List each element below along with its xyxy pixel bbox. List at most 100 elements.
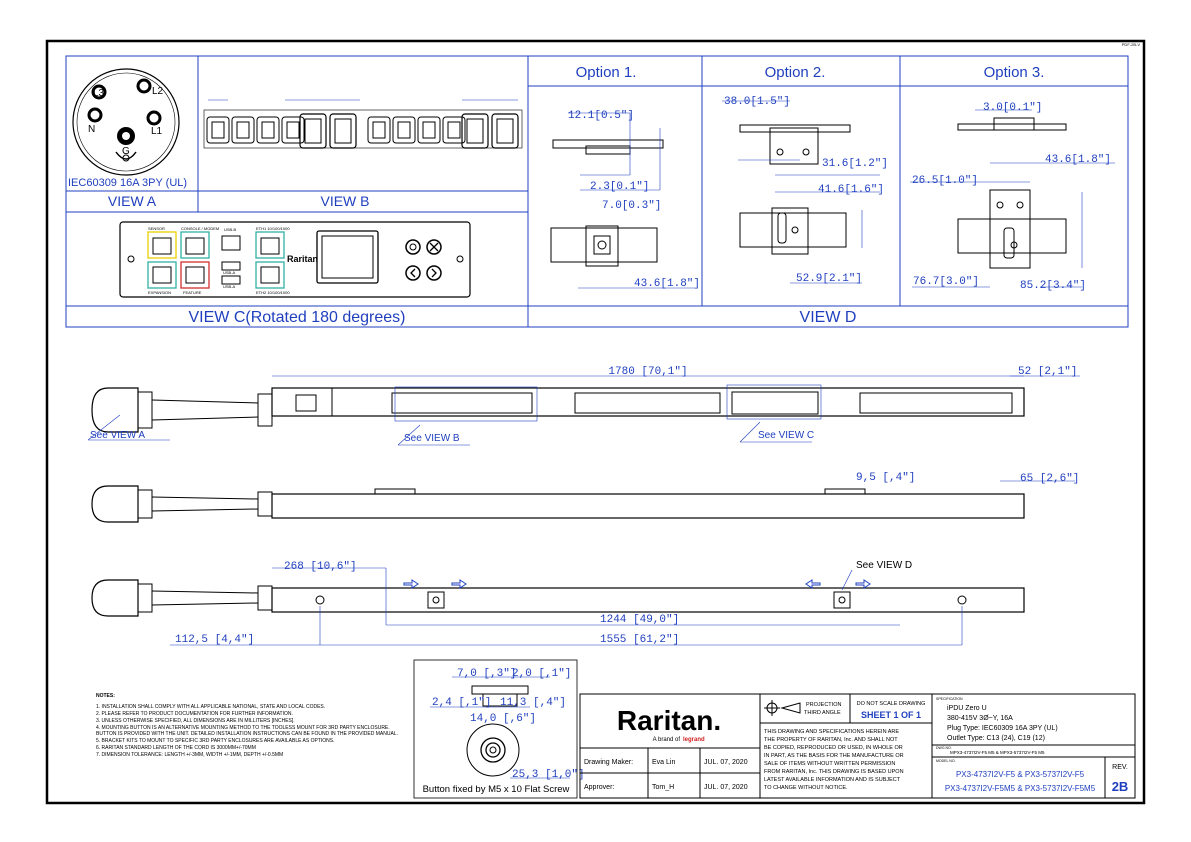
opt3-dim-1: 3.0[0.1"]: [983, 102, 1042, 114]
view-b-title: VIEW B: [320, 193, 369, 209]
btn-dim-1: 7,0 [,3"]: [457, 668, 516, 680]
left-button: [405, 265, 421, 281]
no-scale-label: DO NOT SCALE DRAWING: [857, 701, 926, 707]
brand-line: A brand of: [653, 737, 681, 743]
note-4: 4. MOUNTING BUTTON IS AN ALTERNATIVE MOU…: [96, 725, 390, 731]
view-a-title: VIEW A: [108, 193, 157, 209]
port-eth2-label: ETH2 10/100/1000: [256, 290, 290, 295]
port-eth1-label: ETH1 10/100/1000: [256, 226, 290, 231]
sheet-label: SHEET 1 OF 1: [861, 710, 921, 720]
projection-label: PROJECTION: [806, 702, 841, 708]
maker-name: Eva Lin: [652, 759, 675, 766]
option-1-title: Option 1.: [576, 64, 637, 81]
notes: NOTES: 1. INSTALLATION SHALL COMPLY WITH…: [96, 693, 398, 758]
opt2-dim-3: 41.6[1.6"]: [818, 184, 884, 196]
note-6: 6. RARITAN STANDARD LENGTH OF THE CORD I…: [96, 745, 256, 751]
c13-group-2: [367, 116, 466, 144]
model-label: MODEL NO.: [936, 759, 956, 763]
btn-dim-4: 11,3 [,4"]: [500, 697, 566, 709]
usb-a1-label: USB-A: [223, 270, 236, 275]
legal-5: SALE OF ITEMS WITHOUT WRITTEN PERMISSION: [764, 761, 895, 767]
see-view-c: See VIEW C: [758, 430, 814, 441]
note-7: 7. DIMENSION TOLERANCE: LENGTH +/-3MM, W…: [96, 752, 283, 758]
legal-2: THE PROPERTY OF RARITAN, Inc. AND SHALL …: [764, 737, 898, 743]
btn-dim-2: 2,0 [,1"]: [512, 668, 571, 680]
pdu-side-view: 9,5 [,4"] 65 [2,6"]: [91, 472, 1079, 523]
view-b-outlets: VIEW B: [203, 99, 523, 209]
button-pitch-dim: 1244 [49,0"]: [600, 614, 679, 626]
spec-1: iPDU Zero U: [947, 705, 987, 712]
opt2-dim-1: 38.0[1.5"]: [724, 96, 790, 108]
view-a-caption: IEC60309 16A 3PY (UL): [68, 177, 187, 189]
hole-pitch-dim: 1555 [61,2"]: [600, 634, 679, 646]
depth-dim: 9,5 [,4"]: [856, 472, 915, 484]
rev-value: 2B: [1112, 779, 1129, 794]
pdu-front-view: 1780 [70,1"] 52 [2,1"] See VIEW A See VI…: [87, 366, 1080, 446]
left-offset-dim: 112,5 [4,4"]: [175, 634, 254, 646]
cancel-button: [426, 239, 442, 255]
opt1-dim-1: 12.1[0.5"]: [568, 110, 634, 122]
plug-label-n: N: [88, 124, 95, 135]
plug-label-g: G: [122, 146, 130, 157]
opt2-dim-2: 31.6[1.2"]: [822, 158, 888, 170]
controller-brand: Raritan: [287, 254, 318, 264]
note-4b: BUTTON IS PROVIDED WITH THE UNIT. DETAIL…: [96, 731, 398, 737]
port-feature-label: FEATURE: [183, 290, 202, 295]
note-1: 1. INSTALLATION SHALL COMPLY WITH ALL AP…: [96, 704, 325, 710]
button-caption: Button fixed by M5 x 10 Flat Screw: [423, 784, 570, 795]
opt3-dim-4: 76.7[3.0"]: [913, 276, 979, 288]
length-dim: 1780 [70,1"]: [608, 366, 687, 378]
approver-label: Approver:: [584, 784, 614, 791]
option-2: Option 2. 38.0[1.5"] 31.6[1.2"] 41.6[1.6…: [722, 64, 888, 285]
maker-label: Drawing Maker:: [584, 759, 633, 766]
legal-8: TO CHANGE WITHOUT NOTICE.: [764, 785, 848, 791]
spec-label: SPECIFICATION: [936, 697, 963, 701]
plug-label-l2: L2: [152, 86, 164, 97]
outlet-strip-2: [574, 392, 721, 414]
model-2: PX3-4737I2V-F5M5 & PX3-5737I2V-F5M5: [945, 784, 1096, 793]
btn-dim-3: 2,4 [,1"]: [432, 697, 491, 709]
note-3: 3. UNLESS OTHERWISE SPECIFIED, ALL DIMEN…: [96, 718, 295, 724]
raritan-logo: Raritan.: [617, 705, 721, 736]
spec-3: Plug Type: IEC60309 16A 3PY (UL): [947, 725, 1058, 732]
option-3: Option 3. 3.0[0.1"] 43.6[1.8"] 26.5[1.0"…: [910, 64, 1115, 292]
views-grid: [65, 55, 1129, 328]
legal-1: THIS DRAWING AND SPECIFICATIONS HEREIN A…: [764, 729, 899, 735]
dwg-label: DWG NO.: [936, 746, 952, 750]
view-d-title: VIEW D: [800, 309, 857, 326]
note-2: 2. PLEASE REFER TO PRODUCT DOCUMENTATION…: [96, 711, 293, 717]
title-block: Raritan. A brand of legrand Drawing Make…: [579, 693, 1136, 799]
btn-dim-6: 25,3 [1,0"]: [512, 769, 585, 781]
spec-2: 380-415V 3Ø~Y, 16A: [947, 715, 1013, 722]
legrand-brand: legrand: [683, 737, 705, 743]
plug-label-l3: L3: [93, 88, 105, 99]
rev-label: REV.: [1112, 764, 1128, 771]
port-console-label: CONSOLE / MODEM: [181, 226, 219, 231]
right-button: [426, 265, 442, 281]
angle-label: THIRD ANGLE: [804, 710, 841, 716]
pdu-rear-view: 268 [10,6"] 1244 [49,0"] 112,5 [4,4"] 15…: [91, 560, 1025, 646]
port-expansion-label: EXPANSION: [148, 290, 171, 295]
see-view-d: See VIEW D: [856, 560, 912, 571]
option-2-title: Option 2.: [765, 64, 826, 81]
btn-dim-5: 14,0 [,6"]: [470, 713, 536, 725]
spec-4: Outlet Type: C13 (24), C19 (12): [947, 735, 1045, 742]
outlet-strip-1: [391, 392, 533, 414]
approver-name: Tom_H: [652, 784, 674, 791]
end-dim: 52 [2,1"]: [1018, 366, 1077, 378]
opt3-dim-2: 43.6[1.8"]: [1045, 154, 1111, 166]
see-view-a: See VIEW A: [90, 430, 145, 441]
approver-date: JUL. 07, 2020: [704, 784, 748, 791]
button-detail: 7,0 [,3"] 2,0 [,1"] 2,4 [,1"] 11,3 [,4"]…: [413, 659, 585, 799]
ok-button: [405, 239, 421, 255]
option-3-title: Option 3.: [984, 64, 1045, 81]
legal-6: FROM RARITAN, Inc. THIS DRAWING IS BASED…: [764, 769, 904, 775]
opt3-dim-3: 26.5[1.0"]: [912, 175, 978, 187]
option-1: Option 1. 12.1[0.5"] 2.3[0.1"] 7.0[0.3"]…: [550, 64, 700, 290]
plug-label-l1: L1: [151, 126, 163, 137]
opt1-dim-4: 43.6[1.8"]: [634, 278, 700, 290]
outlet-strip-3: [859, 392, 1013, 414]
see-view-b: See VIEW B: [404, 433, 460, 444]
note-5: 5. BRACKET KITS TO MOUNT TO SPECIFIC 3RD…: [96, 738, 335, 744]
